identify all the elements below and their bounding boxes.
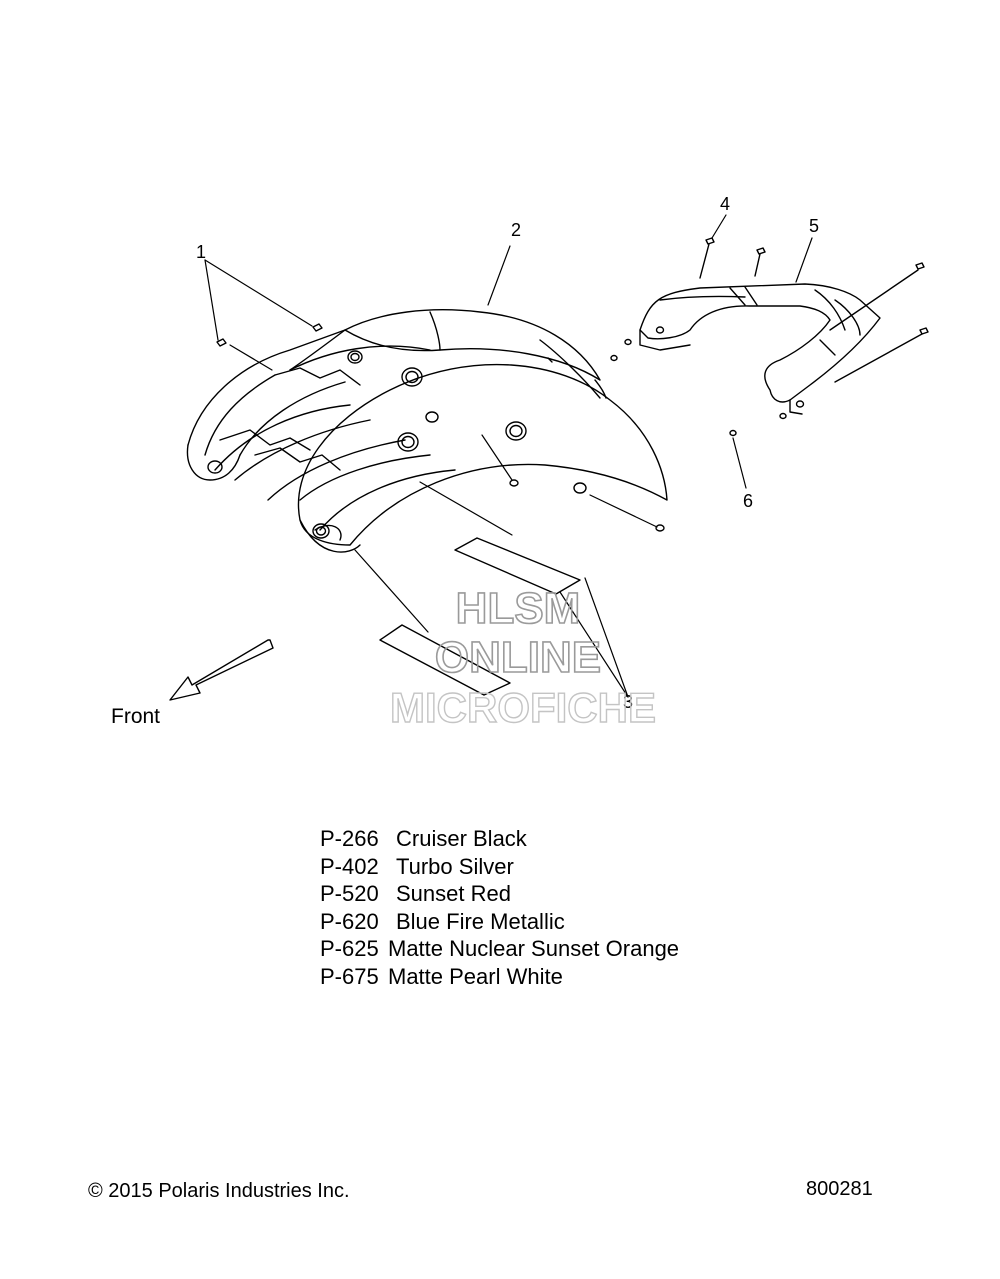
paint-name: Cruiser Black (396, 826, 527, 851)
front-arrow (169, 639, 274, 701)
callout-5: 5 (809, 216, 819, 236)
paint-code-item: P-520 Sunset Red (320, 881, 679, 909)
watermark-line-3: MICROFICHE (390, 684, 656, 731)
decals (379, 537, 581, 696)
front-label: Front (111, 705, 160, 728)
paint-code-item: P-402 Turbo Silver (320, 854, 679, 882)
watermark: HLSM ONLINE MICROFICHE (389, 583, 656, 732)
watermark-line-2: ONLINE (435, 633, 601, 682)
paint-code: P-402 (320, 853, 379, 879)
paint-name: Matte Pearl White (388, 963, 563, 989)
copyright-notice: © 2015 Polaris Industries Inc. (88, 1180, 350, 1202)
watermark-line-1: HLSM (456, 584, 581, 633)
rear-fender (186, 309, 668, 553)
paint-code: P-266 (320, 826, 379, 851)
paint-code: P-675 (320, 963, 379, 989)
paint-code: P-620 (320, 908, 379, 934)
paint-code-item: P-675 Matte Pearl White (320, 964, 679, 992)
paint-code-item: P-620 Blue Fire Metallic (320, 909, 679, 937)
figure-number: 800281 (806, 1178, 873, 1200)
callout-3: 3 (623, 692, 633, 712)
callout-6: 6 (743, 491, 753, 511)
paint-name: Turbo Silver (396, 853, 514, 879)
paint-name: Blue Fire Metallic (396, 908, 565, 934)
paint-code: P-520 (320, 881, 379, 906)
leader-lines (204, 214, 813, 698)
paint-name: Sunset Red (396, 881, 511, 906)
paint-name: Matte Nuclear Sunset Orange (388, 936, 680, 961)
paint-code: P-625 (320, 936, 379, 961)
paint-code-item: P-625 Matte Nuclear Sunset Orange (320, 936, 679, 964)
fender-bracket (639, 283, 881, 415)
callout-2: 2 (511, 220, 521, 240)
paint-code-item: P-266 Cruiser Black (320, 826, 679, 854)
callout-1: 1 (196, 242, 206, 262)
paint-code-list: P-266 Cruiser Black P-402 Turbo Silver P-5… (320, 826, 679, 991)
fasteners (216, 237, 929, 532)
callout-4: 4 (720, 194, 730, 214)
